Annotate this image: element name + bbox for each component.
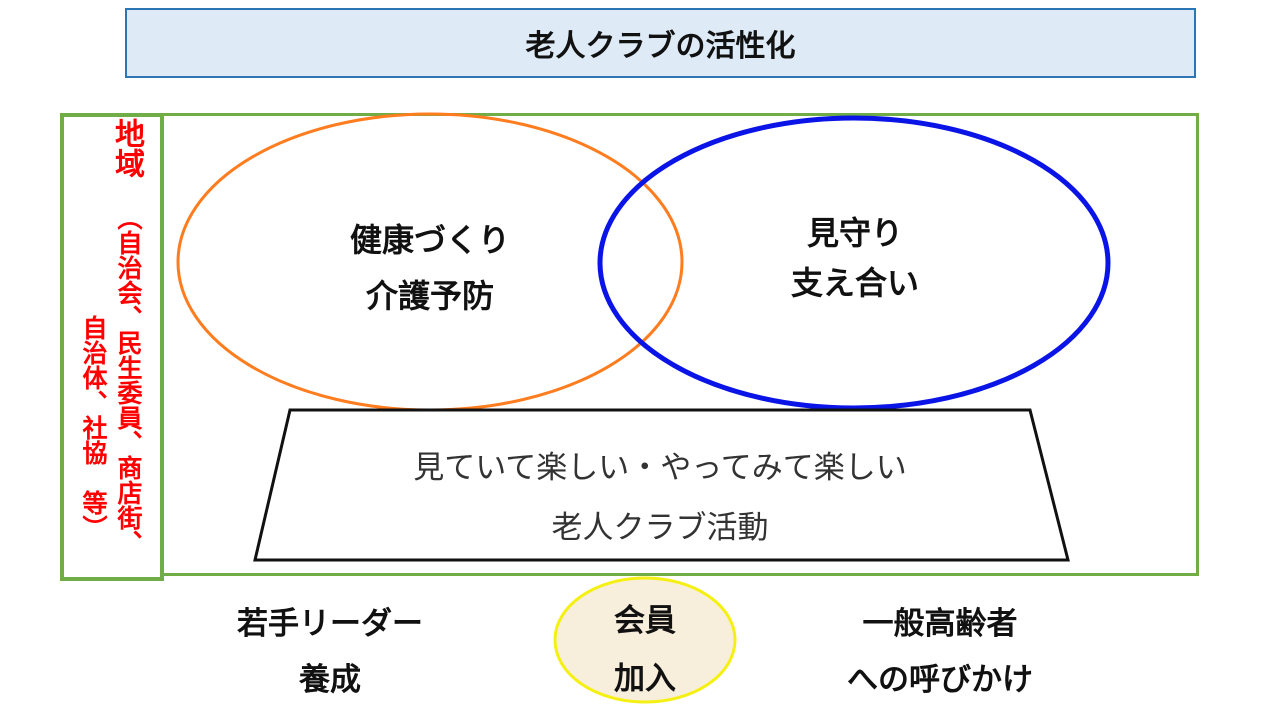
watch-line1: 見守り xyxy=(806,214,903,252)
leader-line1: 若手リーダー xyxy=(237,606,423,642)
activity-trapezoid xyxy=(253,408,1070,562)
health-label: 健康づくり 介護予防 xyxy=(300,212,560,324)
watch-line2: 支え合い xyxy=(790,264,919,302)
member-label: 会員 加入 xyxy=(555,592,735,708)
elder-line2: への呼びかけ xyxy=(847,662,1033,698)
member-circle xyxy=(553,576,737,704)
activity-label: 見ていて楽しい・やってみて楽しい 老人クラブ活動 xyxy=(300,438,1020,558)
member-line1: 会員 xyxy=(614,603,676,639)
leader-line2: 養成 xyxy=(299,662,361,698)
region-heading: 地域 xyxy=(109,118,144,178)
activity-line2: 老人クラブ活動 xyxy=(551,510,769,546)
elder-line1: 一般高齢者 xyxy=(862,606,1018,642)
member-line2: 加入 xyxy=(614,661,676,697)
elder-label: 一般高齢者 への呼びかけ xyxy=(800,596,1080,708)
health-line1: 健康づくり xyxy=(349,221,510,259)
region-label-box xyxy=(60,113,164,581)
leader-label: 若手リーダー 養成 xyxy=(190,596,470,708)
title-text: 老人クラブの活性化 xyxy=(525,29,796,64)
region-members-col1: （自治会、民生委員、商店街、 xyxy=(114,205,143,555)
health-line2: 介護予防 xyxy=(365,277,494,315)
activity-line1: 見ていて楽しい・やってみて楽しい xyxy=(413,450,907,486)
region-members-col2: 自治体、社協 等） xyxy=(79,315,108,540)
watch-circle xyxy=(597,115,1111,411)
title-banner: 老人クラブの活性化 xyxy=(125,8,1196,78)
watch-label: 見守り 支え合い xyxy=(740,208,970,308)
